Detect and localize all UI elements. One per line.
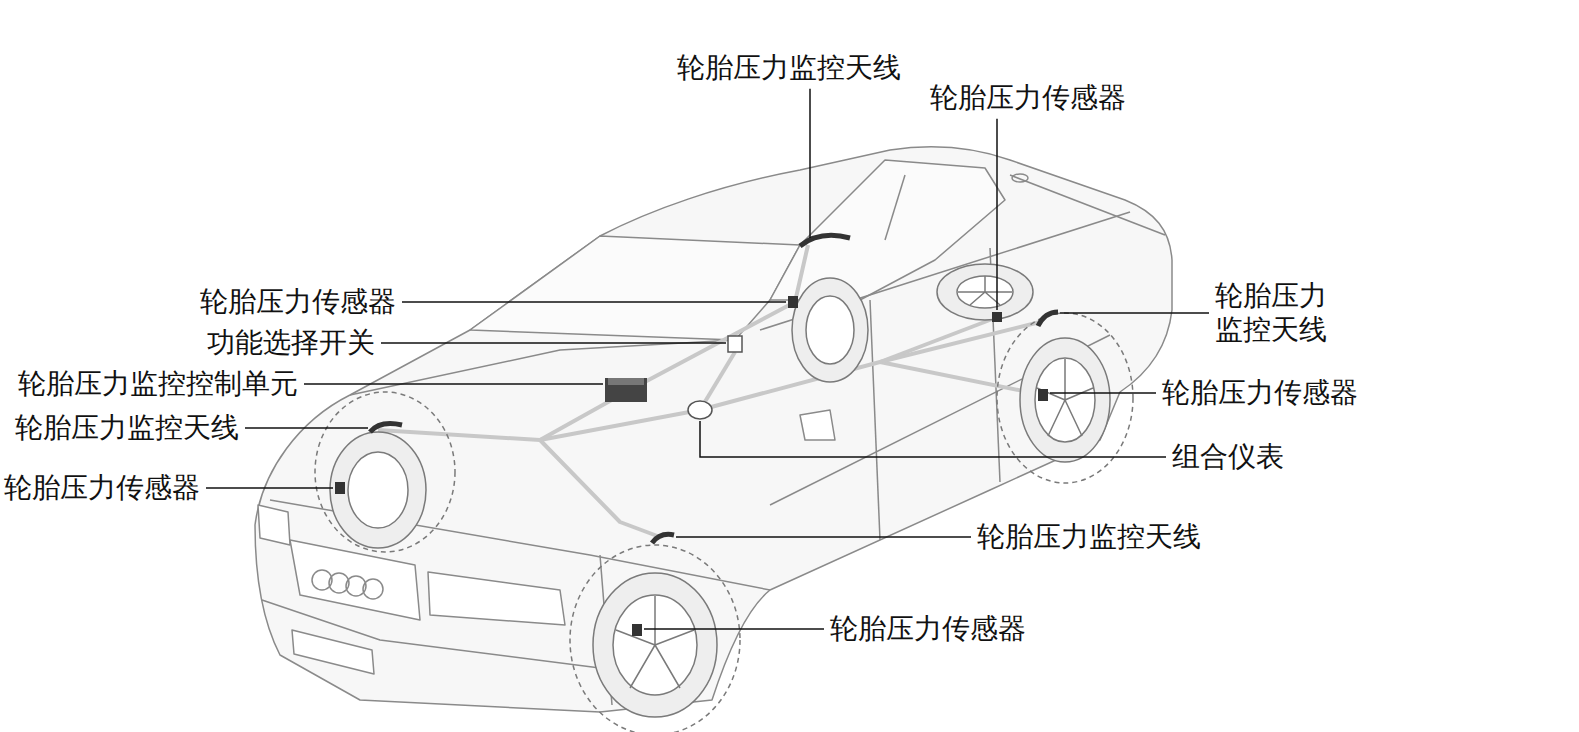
label-holder: 轮胎压力传感器 [1162, 376, 1358, 410]
hood-line [350, 340, 735, 395]
rim [1035, 358, 1095, 442]
wheels [315, 264, 1133, 732]
tire [330, 432, 426, 548]
label-holder: 轮胎压力传感器 [830, 612, 1026, 646]
rim [613, 595, 697, 695]
spokes [616, 596, 694, 688]
wheel-arch [570, 545, 740, 732]
leader-line [304, 383, 603, 385]
label-holder: 轮胎压力监控天线 [677, 51, 901, 85]
leader-line [676, 536, 971, 538]
part-label: 轮胎压力监控控制单元 [18, 367, 298, 401]
headlight [428, 572, 565, 625]
pressure-sensor [1038, 389, 1048, 401]
control-unit-top [608, 378, 644, 385]
pressure-sensor [788, 296, 798, 308]
leader-line [809, 89, 811, 238]
antenna [1038, 312, 1058, 326]
license-plate [292, 630, 374, 674]
part-label: 轮胎压力监控天线 [15, 411, 239, 445]
part-label: 轮胎压力监控天线 [977, 520, 1201, 554]
door-line [870, 300, 880, 540]
part-label: 组合仪表 [1172, 440, 1284, 474]
wire [880, 318, 995, 362]
tire [792, 278, 868, 382]
label-holder: 轮胎压力监控控制单元 [18, 367, 298, 401]
leader-line [644, 628, 824, 630]
leader-line [245, 427, 368, 429]
spokes [958, 276, 1012, 305]
function-switch [728, 336, 742, 352]
antenna [652, 534, 674, 543]
instrument-cluster [688, 401, 712, 419]
label-holder: 轮胎压力监控天线 [15, 411, 239, 445]
leader-line [1060, 312, 1209, 314]
spokes [1037, 359, 1093, 436]
wiring [378, 245, 1043, 537]
part-label: 轮胎压力传感器 [930, 81, 1126, 115]
leader-line [206, 487, 333, 489]
tire [1020, 338, 1110, 462]
label-holder: 功能选择开关 [207, 326, 375, 360]
spare-tire [937, 264, 1033, 320]
pillar [885, 175, 905, 240]
label-holder: 轮胎压力监控天线 [977, 520, 1201, 554]
part-label: 轮胎压力传感器 [4, 471, 200, 505]
antenna [370, 424, 402, 432]
part-label: 轮胎压力监控天线 [677, 51, 901, 85]
part-label: 轮胎压力传感器 [200, 285, 396, 319]
label-holder: 轮胎压力传感器 [930, 81, 1126, 115]
roof-antenna [1012, 174, 1028, 182]
logo-ring [363, 579, 383, 599]
wire [880, 362, 1043, 395]
wire [378, 430, 540, 440]
part-label: 轮胎压力传感器 [1162, 376, 1358, 410]
leader-lines [206, 89, 1209, 629]
mirror [800, 410, 835, 440]
antenna [800, 235, 850, 246]
pressure-sensor [335, 482, 345, 494]
pressure-sensor [992, 312, 1002, 322]
grille [290, 540, 420, 620]
wire [540, 440, 660, 537]
label-holder: 轮胎压力 监控天线 [1215, 279, 1335, 346]
components [335, 235, 1058, 636]
leader-line [996, 119, 998, 310]
control-unit [605, 378, 647, 402]
leader-line [381, 342, 726, 344]
spare-rim [957, 276, 1013, 308]
rim [806, 296, 854, 364]
headlight [258, 505, 290, 545]
leader-line [1050, 392, 1156, 394]
wheel-arch [315, 392, 455, 552]
part-label: 功能选择开关 [207, 326, 375, 360]
leader-line [700, 421, 1166, 457]
part-label: 轮胎压力 监控天线 [1215, 279, 1335, 346]
label-holder: 轮胎压力传感器 [200, 285, 396, 319]
leader-line [402, 301, 786, 303]
part-label: 轮胎压力传感器 [830, 612, 1026, 646]
rim [348, 452, 408, 528]
label-holder: 轮胎压力传感器 [4, 471, 200, 505]
wire [626, 245, 808, 392]
label-holder: 组合仪表 [1172, 440, 1284, 474]
tire [593, 573, 717, 717]
pressure-sensor [632, 624, 642, 636]
trunk-line [1010, 175, 1165, 235]
